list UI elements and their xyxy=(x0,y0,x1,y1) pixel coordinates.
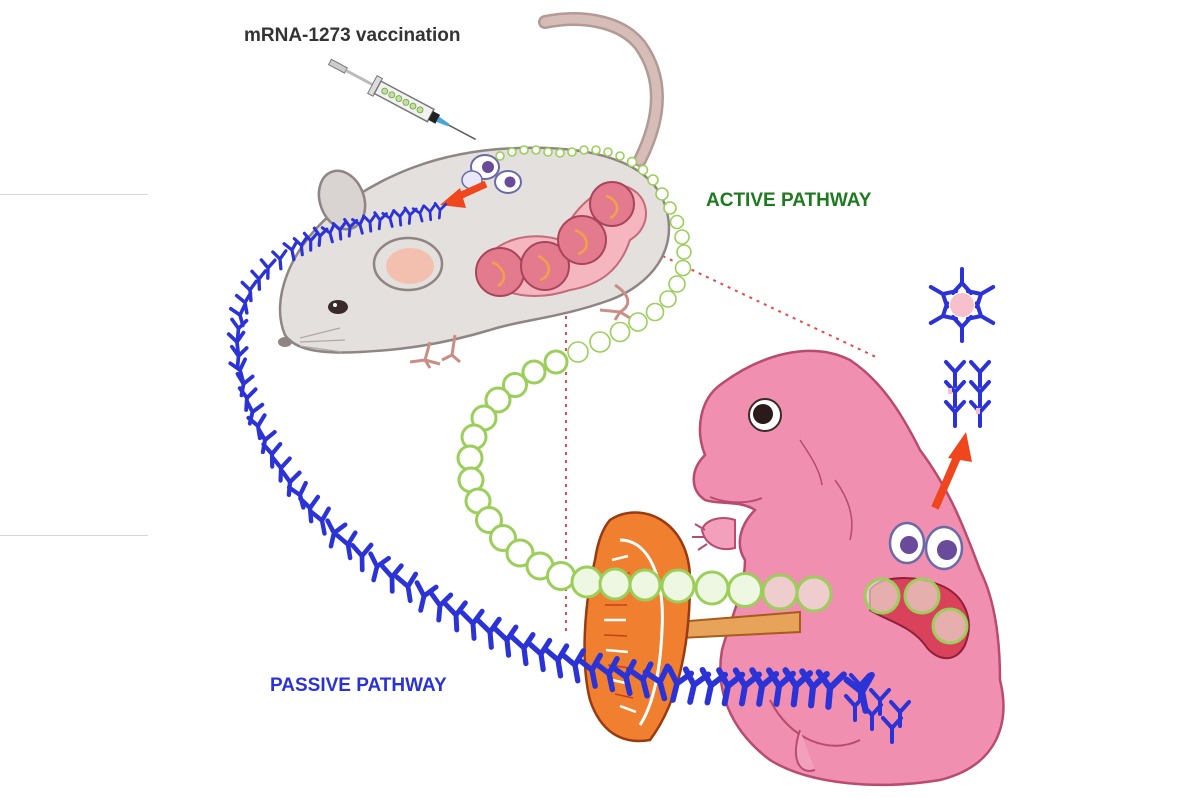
lipid-nanoparticle xyxy=(484,386,512,414)
lipid-nanoparticle xyxy=(609,321,631,343)
lipid-nanoparticle xyxy=(567,341,589,363)
lipid-nanoparticle xyxy=(674,259,692,277)
lipid-nanoparticle xyxy=(543,147,553,157)
uterus-embryos xyxy=(475,181,647,297)
lipid-nanoparticle xyxy=(645,302,665,322)
lipid-nanoparticle xyxy=(543,349,569,375)
lipid-nanoparticle xyxy=(519,145,529,155)
lipid-nanoparticle xyxy=(628,568,662,602)
lipid-nanoparticle xyxy=(795,575,833,613)
pregnant-mouse xyxy=(278,12,671,369)
lipid-nanoparticle xyxy=(931,607,969,645)
passive-pathway-label: PASSIVE PATHWAY xyxy=(270,675,447,696)
lipid-nanoparticle xyxy=(579,145,589,155)
antibody-icon xyxy=(240,279,260,303)
lipid-nanoparticle xyxy=(570,565,604,599)
immune-cells-mouse xyxy=(461,154,522,194)
lipid-nanoparticle xyxy=(637,164,649,176)
lipid-nanoparticle xyxy=(505,538,535,568)
lipid-nanoparticle xyxy=(628,312,648,332)
active-pathway-chain xyxy=(456,145,969,645)
lipid-nanoparticle xyxy=(863,577,901,615)
antibody-icon xyxy=(353,545,372,570)
lipid-nanoparticle xyxy=(546,561,576,591)
arrow-to-antibodies xyxy=(931,432,972,510)
lipid-nanoparticle xyxy=(669,214,685,230)
lipid-nanoparticle xyxy=(603,147,613,157)
lipid-nanoparticle xyxy=(615,151,625,161)
lipid-nanoparticle xyxy=(495,151,505,161)
lipid-nanoparticle xyxy=(663,201,677,215)
lipid-nanoparticle xyxy=(674,229,690,245)
lipid-nanoparticle xyxy=(676,244,692,260)
lipid-nanoparticle xyxy=(761,573,799,611)
antibody-cluster xyxy=(924,267,1000,428)
lipid-nanoparticle xyxy=(567,147,577,157)
divider-bottom xyxy=(0,535,148,536)
lipid-nanoparticle xyxy=(591,145,601,155)
active-pathway-label: ACTIVE PATHWAY xyxy=(706,190,872,211)
lipid-nanoparticle xyxy=(655,187,669,201)
lipid-nanoparticle xyxy=(502,372,528,398)
lipid-nanoparticle xyxy=(555,148,565,158)
lipid-nanoparticle xyxy=(626,156,638,168)
antibody-icon xyxy=(397,574,420,602)
lipid-nanoparticle xyxy=(694,570,730,606)
lipid-nanoparticle xyxy=(727,572,763,608)
lipid-nanoparticle xyxy=(903,577,941,615)
lipid-nanoparticle xyxy=(456,444,484,472)
divider-top xyxy=(0,194,148,195)
lipid-nanoparticle xyxy=(660,568,696,604)
lipid-nanoparticle xyxy=(507,147,517,157)
lipid-nanoparticle xyxy=(668,275,686,293)
lipid-nanoparticle xyxy=(521,359,547,385)
lipid-nanoparticle xyxy=(531,145,541,155)
lipid-nanoparticle xyxy=(647,174,659,186)
syringe-icon xyxy=(327,58,477,141)
immune-cells-embryo xyxy=(888,521,964,571)
lipid-nanoparticle xyxy=(475,506,503,534)
vaccination-label: mRNA-1273 vaccination xyxy=(244,25,461,46)
lipid-nanoparticle xyxy=(598,567,632,601)
lipid-nanoparticle xyxy=(589,331,611,353)
lipid-nanoparticle xyxy=(659,290,677,308)
